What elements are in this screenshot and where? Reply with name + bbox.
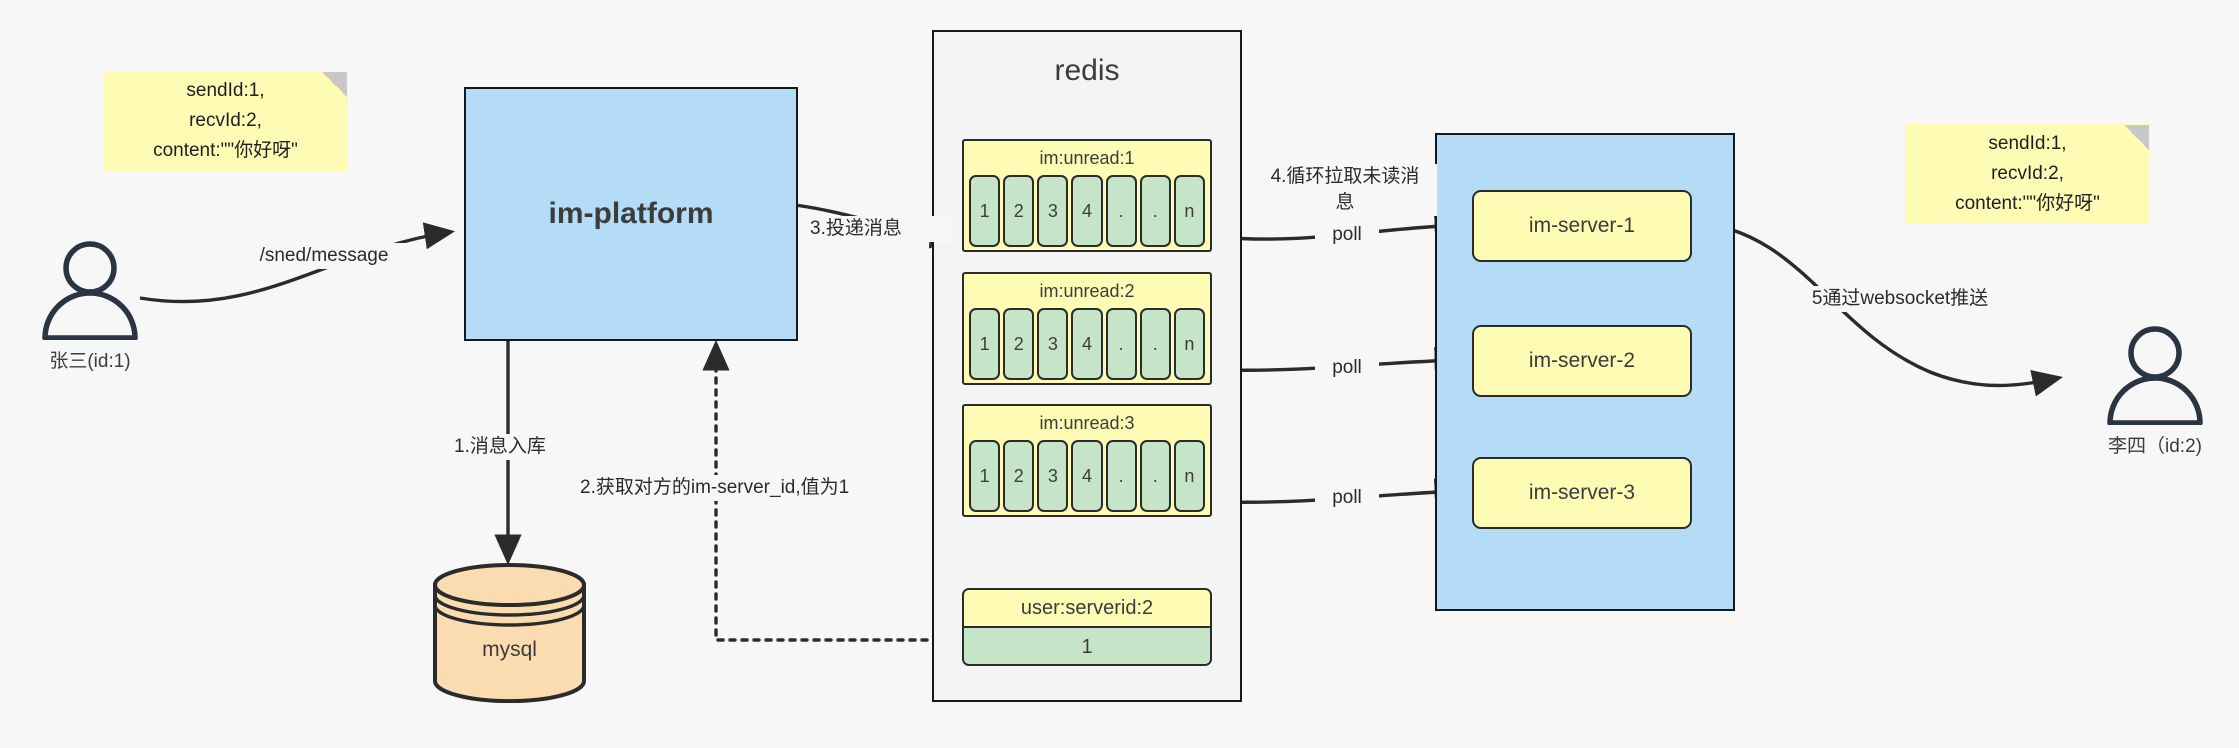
redis-cell: . <box>1105 308 1137 380</box>
note-sender-payload: sendId:1, recvId:2, content:""你好呀" <box>103 71 348 171</box>
redis-key-user-serverid[interactable]: user:serverid:2 1 <box>962 588 1212 666</box>
edge-label-poll-1: poll <box>1315 222 1379 248</box>
node-im-server-1[interactable]: im-server-1 <box>1472 190 1692 262</box>
node-im-platform-label: im-platform <box>548 197 714 230</box>
redis-cell: n <box>1173 440 1205 512</box>
node-im-server-3-label: im-server-3 <box>1528 481 1636 504</box>
redis-cell: 3 <box>1037 308 1069 380</box>
redis-key-im-unread-2[interactable]: im:unread:2 1 2 3 4 . . n <box>962 272 1212 385</box>
redis-key-1-label: im:unread:1 <box>1039 148 1135 168</box>
redis-cell: 2 <box>1003 440 1035 512</box>
redis-cell: 1 <box>969 440 1001 512</box>
note-sender-text: sendId:1, recvId:2, content:""你好呀" <box>153 80 298 161</box>
redis-key-3-label: im:unread:3 <box>1039 413 1135 433</box>
group-redis-title: redis <box>1054 54 1120 87</box>
redis-cell: . <box>1139 175 1171 247</box>
redis-key-2-label: im:unread:2 <box>1039 281 1135 301</box>
redis-kv-value: 1 <box>964 626 1210 664</box>
edge-label-send-message: /sned/message <box>232 243 416 269</box>
redis-key-im-unread-1[interactable]: im:unread:1 1 2 3 4 . . n <box>962 139 1212 252</box>
redis-cell: . <box>1105 440 1137 512</box>
redis-key-2-cells: 1 2 3 4 . . n <box>964 308 1210 380</box>
edge-label-step4: 4.循环拉取未读消 息 <box>1253 164 1437 216</box>
redis-cell: 3 <box>1037 175 1069 247</box>
user-icon <box>2107 326 2203 425</box>
redis-cell: 4 <box>1071 440 1103 512</box>
note-fold-icon <box>322 72 347 97</box>
edge-label-poll-3: poll <box>1315 485 1379 511</box>
redis-cell: 2 <box>1003 175 1035 247</box>
redis-cell: n <box>1173 308 1205 380</box>
edge-label-step2: 2.获取对方的im-server_id,值为1 <box>578 475 882 501</box>
edge-label-step1: 1.消息入库 <box>452 434 576 460</box>
redis-cell: . <box>1105 175 1137 247</box>
redis-cell: n <box>1173 175 1205 247</box>
actor-sender-label: 张三(id:1) <box>49 351 131 372</box>
edge-label-poll-2: poll <box>1315 355 1379 381</box>
redis-key-im-unread-3[interactable]: im:unread:3 1 2 3 4 . . n <box>962 404 1212 517</box>
actor-receiver[interactable]: 李四（id:2) <box>2085 325 2225 458</box>
database-icon <box>433 563 586 704</box>
redis-cell: 3 <box>1037 440 1069 512</box>
redis-cell: 4 <box>1071 175 1103 247</box>
note-receiver-text: sendId:1, recvId:2, content:""你好呀" <box>1955 133 2100 214</box>
redis-cell: 4 <box>1071 308 1103 380</box>
edge-label-step5: 5通过websocket推送 <box>1778 286 2022 312</box>
node-im-server-3[interactable]: im-server-3 <box>1472 457 1692 529</box>
redis-key-1-cells: 1 2 3 4 . . n <box>964 175 1210 247</box>
edge-label-step3: 3.投递消息 <box>808 216 952 242</box>
node-im-server-2-label: im-server-2 <box>1528 349 1636 372</box>
user-icon <box>42 241 138 340</box>
redis-cell: . <box>1139 440 1171 512</box>
redis-cell: 1 <box>969 175 1001 247</box>
note-receiver-payload: sendId:1, recvId:2, content:""你好呀" <box>1905 124 2150 224</box>
redis-cell: 2 <box>1003 308 1035 380</box>
actor-sender[interactable]: 张三(id:1) <box>20 240 160 373</box>
node-im-server-1-label: im-server-1 <box>1528 214 1636 237</box>
redis-cell: 1 <box>969 308 1001 380</box>
actor-receiver-label: 李四（id:2) <box>2108 436 2202 457</box>
node-mysql[interactable]: mysql <box>432 563 587 704</box>
redis-kv-key-label: user:serverid:2 <box>964 590 1210 626</box>
redis-cell: . <box>1139 308 1171 380</box>
note-fold-icon <box>2124 125 2149 150</box>
node-im-server-2[interactable]: im-server-2 <box>1472 325 1692 397</box>
node-mysql-label: mysql <box>482 637 537 661</box>
redis-key-3-cells: 1 2 3 4 . . n <box>964 440 1210 512</box>
node-im-platform[interactable]: im-platform <box>464 87 798 341</box>
